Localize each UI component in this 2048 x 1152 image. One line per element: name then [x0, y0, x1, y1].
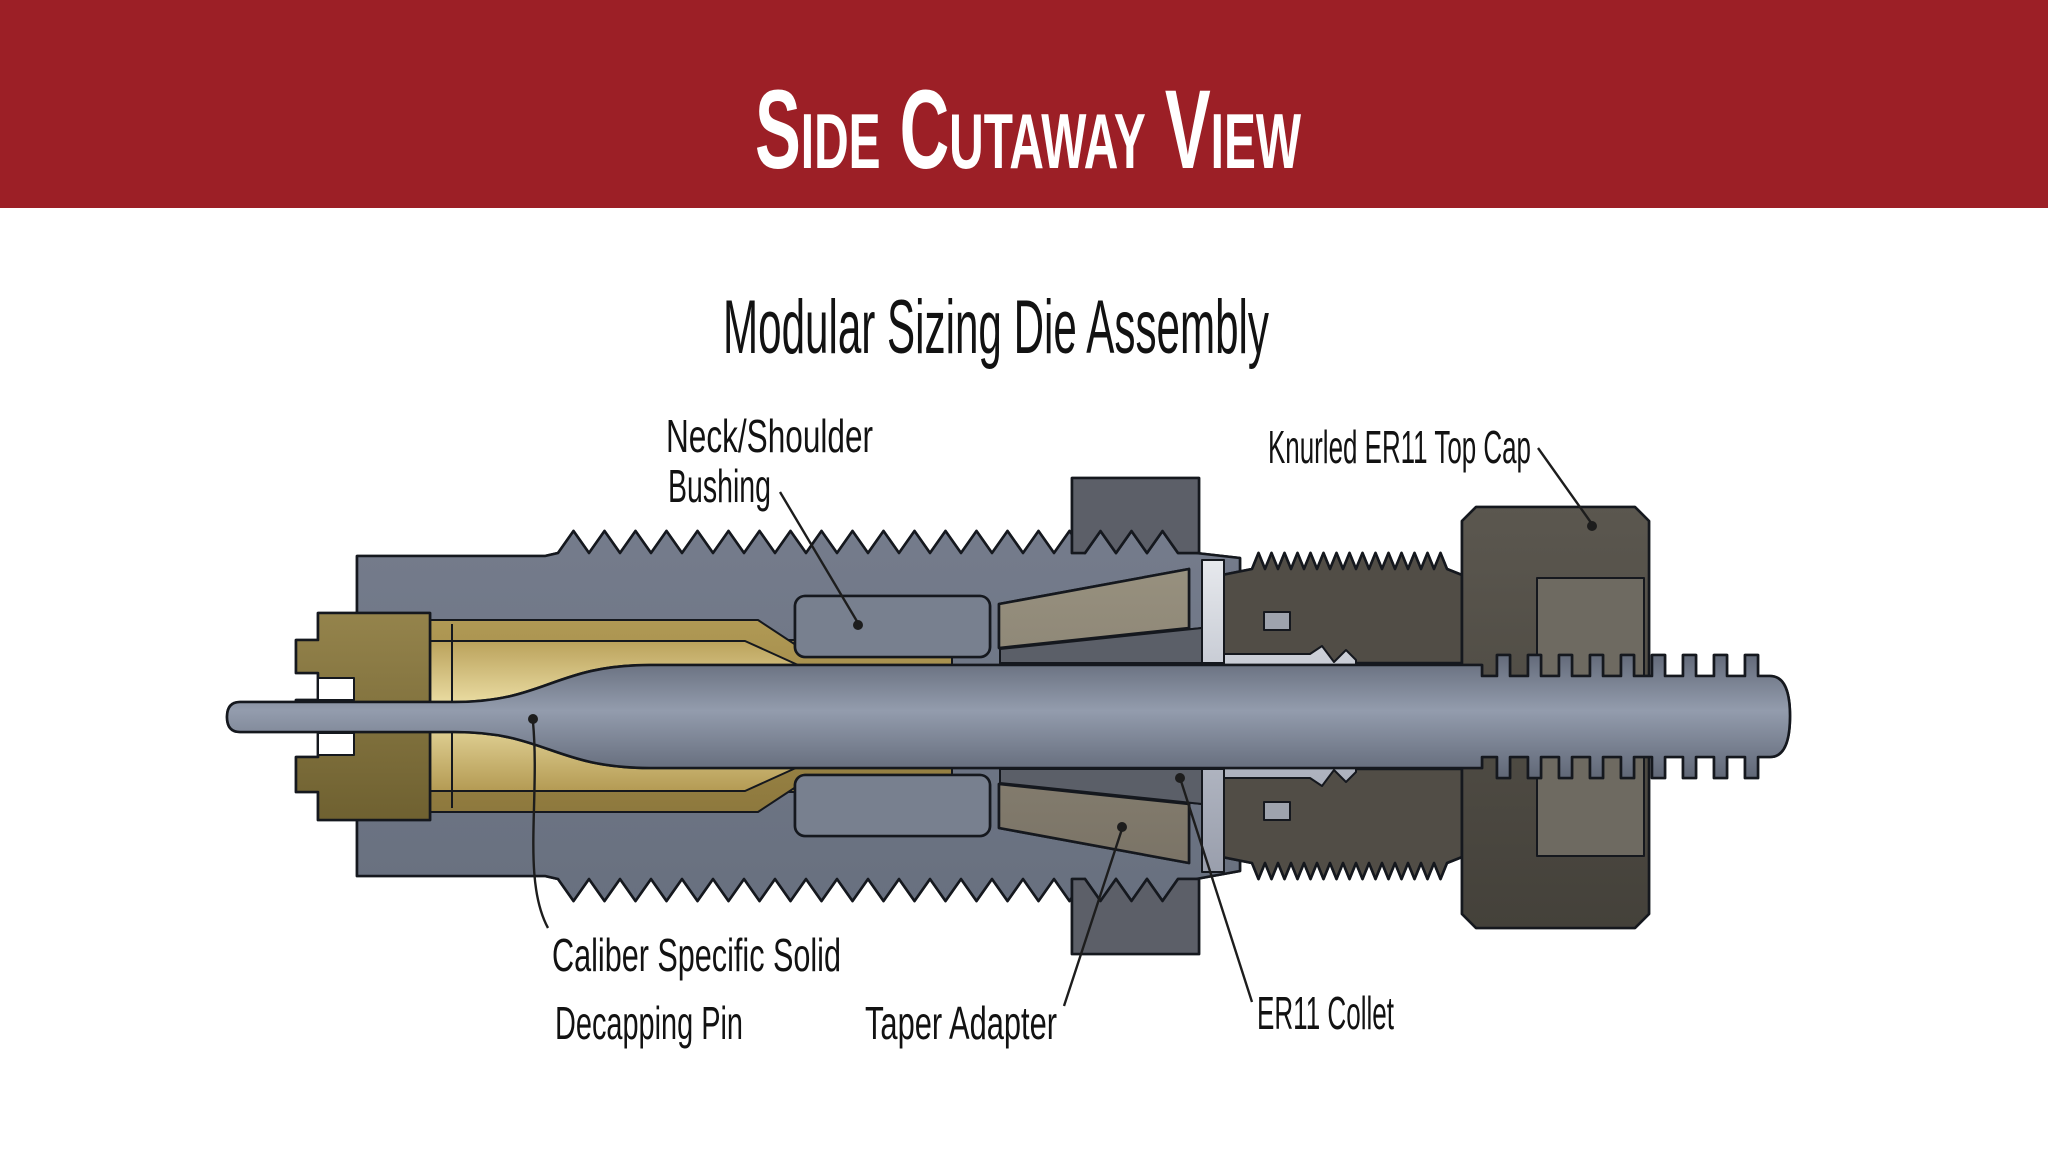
- taper-adapter-shape: [997, 567, 1191, 865]
- leader-line-collet: [1179, 780, 1254, 1003]
- decapping-rod-shape: [225, 653, 1792, 780]
- page-title: Side Cutaway View: [755, 67, 1301, 192]
- leader-dot-top-cap: [1587, 521, 1597, 531]
- leader-dot-bushing: [853, 620, 863, 630]
- hex-lock-ring-top: [1070, 476, 1201, 555]
- adapter-body-shape: [1220, 551, 1464, 881]
- diagram-subtitle: Modular Sizing Die Assembly: [723, 285, 1269, 370]
- collet-taper-shape: [999, 627, 1203, 805]
- label-bushing-line2: Bushing: [668, 460, 771, 512]
- label-decapping-pin-line2: Decapping Pin: [555, 997, 743, 1049]
- label-top-cap: Knurled ER11 Top Cap: [1268, 421, 1531, 473]
- leader-line-top-cap: [1537, 447, 1593, 525]
- label-decapping-pin-line1: Caliber Specific Solid: [552, 929, 841, 981]
- title-banner: [0, 0, 2048, 208]
- leader-line-decapping-pin: [531, 721, 550, 929]
- label-bushing-line1: Neck/Shoulder: [666, 410, 873, 462]
- leader-line-bushing: [778, 491, 860, 624]
- leader-dot-collet: [1175, 773, 1185, 783]
- label-collet: ER11 Collet: [1257, 987, 1394, 1039]
- leader-lines: [528, 447, 1597, 1007]
- hex-lock-ring-bottom: [1070, 877, 1201, 956]
- label-taper-adapter: Taper Adapter: [865, 997, 1057, 1049]
- leader-line-taper-adapter: [1062, 828, 1124, 1007]
- neck-shoulder-bushing-shape: [793, 594, 992, 838]
- leader-dot-decapping-pin: [528, 714, 538, 724]
- leader-dot-taper-adapter: [1117, 822, 1127, 832]
